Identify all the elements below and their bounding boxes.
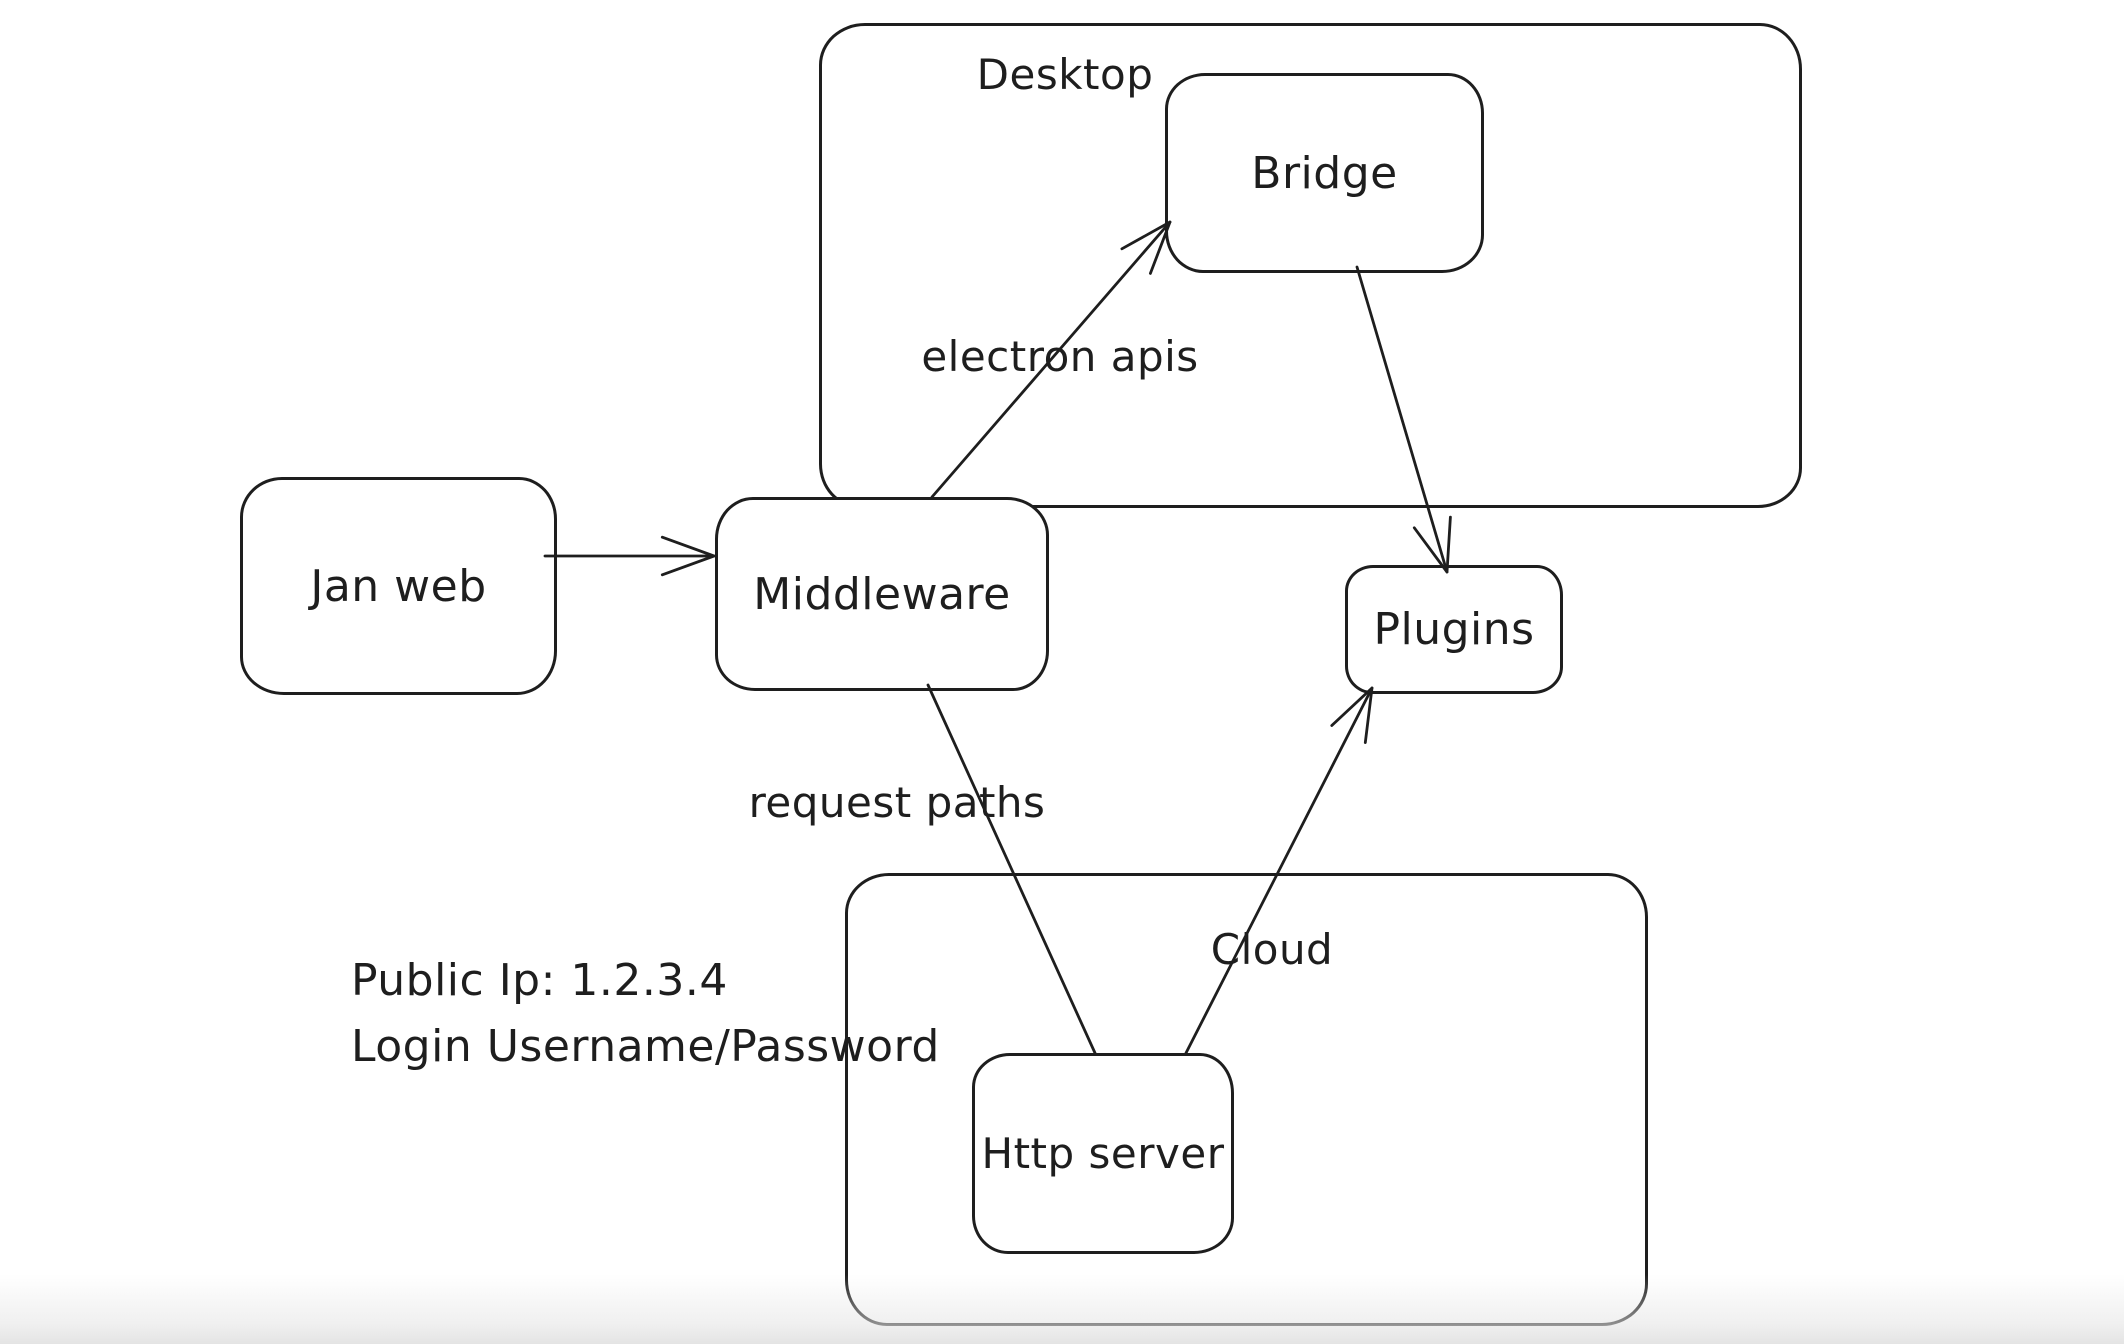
node-jan-web[interactable]: Jan web xyxy=(240,477,557,695)
container-cloud-label: Cloud xyxy=(1210,925,1334,974)
edge-label-electron-apis: electron apis xyxy=(921,332,1199,381)
edge-label-request-paths: request paths xyxy=(748,778,1046,827)
node-middleware[interactable]: Middleware xyxy=(715,497,1049,691)
arrow-bridge-to-plugins[interactable] xyxy=(1355,265,1452,574)
annotation-login: Login Username/Password xyxy=(351,1021,940,1072)
arrow-jan-web-to-middleware[interactable] xyxy=(543,535,716,577)
arrow-http-server-to-plugins[interactable] xyxy=(1184,686,1374,1055)
container-desktop-label: Desktop xyxy=(976,50,1154,99)
node-http-server[interactable]: Http server xyxy=(972,1053,1234,1254)
arrow-middleware-to-bridge[interactable] xyxy=(930,220,1172,499)
annotation-block: Public Ip: 1.2.3.4 Login Username/Passwo… xyxy=(351,948,940,1080)
node-bridge-label: Bridge xyxy=(1251,147,1398,199)
node-jan-web-label: Jan web xyxy=(310,560,487,612)
node-bridge[interactable]: Bridge xyxy=(1165,73,1484,273)
line-middleware-to-http-server[interactable] xyxy=(926,683,1097,1055)
annotation-public-ip: Public Ip: 1.2.3.4 xyxy=(351,955,728,1006)
node-plugins-label: Plugins xyxy=(1373,604,1535,655)
container-desktop[interactable] xyxy=(819,23,1802,508)
node-middleware-label: Middleware xyxy=(753,568,1011,620)
node-plugins[interactable]: Plugins xyxy=(1345,565,1563,694)
node-http-server-label: Http server xyxy=(981,1129,1225,1178)
